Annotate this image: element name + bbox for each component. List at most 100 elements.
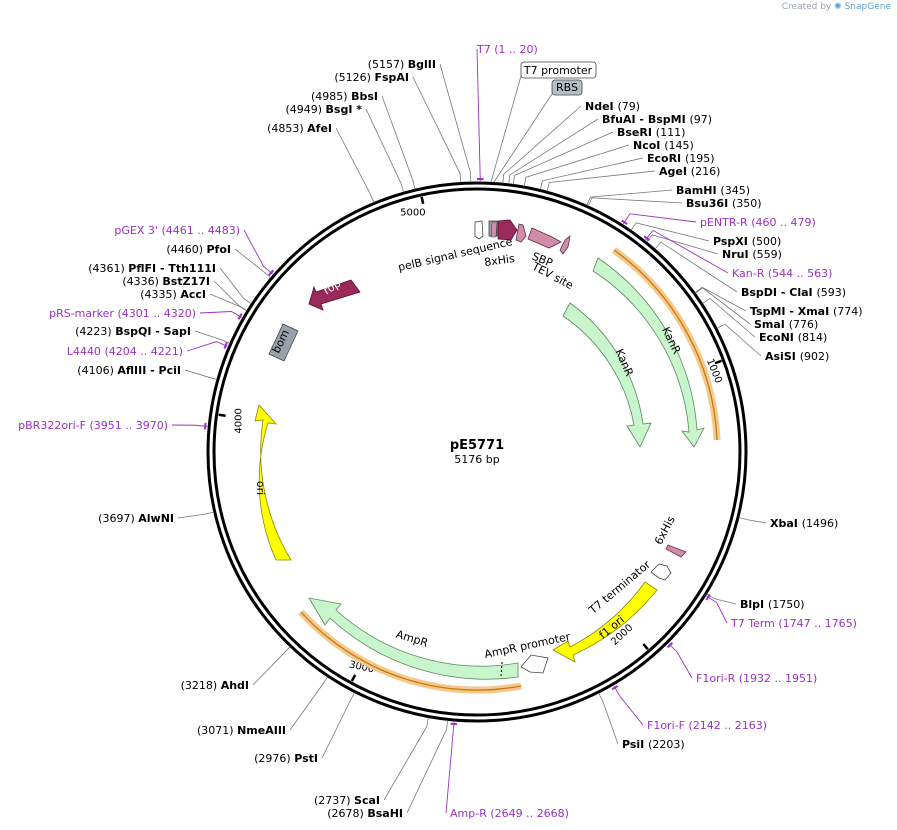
restriction-site-label: SmaI (776): [754, 318, 818, 331]
feature-ampr: AmpR: [308, 597, 519, 680]
site-position: (3071): [197, 724, 237, 737]
site-position: (345): [720, 184, 750, 197]
site-name: TspMI - XmaI: [750, 305, 833, 318]
restriction-site-label: AgeI (216): [659, 165, 720, 178]
restriction-site-label: XbaI (1496): [770, 517, 838, 530]
primer-leader-line: [199, 311, 242, 318]
restriction-site-label: NdeI (79): [585, 100, 640, 113]
site-position: (902): [800, 350, 830, 363]
feature-t7promoter-small: [474, 220, 484, 240]
site-position: (2976): [254, 752, 294, 765]
site-leader-line: [738, 517, 767, 524]
site-name: BamHI: [676, 184, 720, 197]
primer-range: (1 .. 20): [494, 43, 538, 56]
restriction-site-label: PsiI (2203): [622, 738, 685, 751]
site-position: (79): [617, 100, 640, 113]
site-name: BsgI *: [326, 103, 363, 116]
site-position: (4335): [140, 288, 180, 301]
site-position: (774): [833, 305, 863, 318]
created-by-credit: Created by ✺ SnapGene: [782, 2, 891, 12]
backbone: [206, 181, 748, 723]
restriction-site-label: (3071) NmeAIII: [197, 724, 286, 737]
restriction-site-label: (4336) BstZ17I: [122, 275, 210, 288]
restriction-site-label: (4949) BsgI *: [285, 103, 362, 116]
site-leader-line: [702, 297, 756, 338]
site-leader-line: [219, 267, 252, 305]
his8-stripe: [490, 221, 498, 238]
site-name: EcoRI: [647, 152, 685, 165]
site-leader-line: [512, 131, 614, 185]
site-name: BlpI: [740, 598, 768, 611]
feature-his6: 6xHis: [652, 514, 687, 558]
tick-mark: [420, 196, 425, 205]
restriction-site-label: EcoRI (195): [647, 152, 715, 165]
primer-name: F1ori-F: [647, 719, 688, 732]
site-name: BseRI: [617, 126, 656, 139]
primer-name: pRS-marker: [49, 307, 117, 320]
primer-leader-line: [476, 48, 481, 182]
site-position: (4223): [75, 325, 115, 338]
site-position: (4985): [311, 90, 351, 103]
site-position: (776): [789, 318, 819, 331]
site-position: (4336): [122, 275, 162, 288]
ori-arrow: [254, 404, 292, 561]
sbp-arrow: [527, 227, 562, 249]
primer-range: (3951 .. 3970): [89, 419, 168, 432]
his6-arrow: [665, 544, 687, 558]
his8-label: 8xHis: [483, 252, 515, 269]
primer-range: (2649 .. 2668): [490, 807, 569, 820]
primer-range: (2142 .. 2163): [688, 719, 767, 732]
primer-leader-line: [186, 341, 228, 352]
site-name: Bsu36I: [686, 197, 732, 210]
site-leader-line: [654, 241, 738, 293]
site-name: AhdI: [221, 679, 249, 692]
restriction-site-label: (2737) ScaI: [314, 794, 380, 807]
site-position: (5126): [334, 71, 374, 84]
restriction-site-labels: (5157) BglII(5126) FspAI(4985) BbsI(4949…: [75, 58, 862, 820]
orf-arcs: [298, 247, 721, 694]
restriction-site-label: (2976) PstI: [254, 752, 318, 765]
restriction-site-label: BfuAI - BspMI (97): [602, 113, 712, 126]
primer-leader-line: [613, 685, 644, 726]
rbs-callout-box: [551, 79, 583, 96]
site-name: AsiSI: [765, 350, 800, 363]
restriction-site-label: BspDI - ClaI (593): [741, 286, 846, 299]
site-position: (1496): [802, 517, 839, 530]
ampr-split-mark: [500, 661, 503, 678]
feature-ori: ori: [254, 404, 292, 561]
ampr-arrow: [308, 597, 519, 680]
site-leader-line: [502, 105, 582, 184]
site-position: (2203): [648, 738, 685, 751]
site-name: AfeI: [307, 122, 332, 135]
site-name: NmeAIII: [237, 724, 286, 737]
primer-label: L4440 (4204 .. 4221): [67, 345, 183, 358]
primer-range: (1747 .. 1765): [778, 617, 857, 630]
site-position: (3697): [98, 512, 138, 525]
backbone-inner-ring: [212, 187, 742, 717]
site-position: (3218): [181, 679, 221, 692]
primer-leader-line: [668, 643, 693, 679]
site-position: (5157): [368, 58, 408, 71]
restriction-site-label: (3218) AhdI: [181, 679, 249, 692]
site-leader-line: [586, 189, 673, 206]
site-position: (2737): [314, 794, 354, 807]
feature-pelb: [497, 219, 527, 243]
feature-rop: rop: [308, 277, 361, 311]
primer-range: (4301 .. 4320): [117, 307, 196, 320]
plasmid-length: 5176 bp: [454, 453, 499, 466]
restriction-site-label: (4985) BbsI: [311, 90, 378, 103]
site-leader-line: [598, 692, 619, 745]
site-leader-line: [381, 95, 416, 190]
site-leader-line: [587, 197, 683, 207]
rbs-callout: RBS: [551, 79, 583, 96]
site-leader-line: [630, 222, 710, 242]
site-leader-line: [321, 692, 355, 759]
site-position: (4460): [166, 243, 206, 256]
primer-leader-line: [622, 213, 697, 225]
site-position: (350): [732, 197, 762, 210]
site-leader-line: [365, 108, 404, 193]
site-leader-line: [213, 280, 248, 311]
site-position: (97): [690, 113, 713, 126]
primer-label: pGEX 3' (4461 .. 4483): [114, 224, 240, 237]
feature-his8: [490, 221, 498, 238]
